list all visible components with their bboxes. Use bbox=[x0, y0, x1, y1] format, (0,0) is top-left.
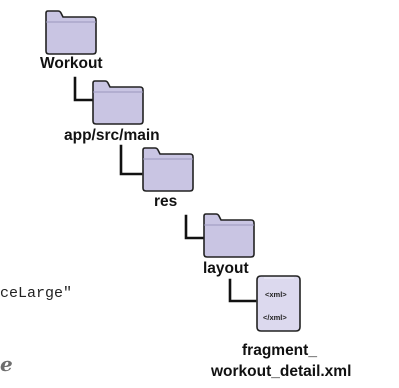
background-code-line: ceLarge" bbox=[0, 285, 73, 302]
connector-main-to-res bbox=[119, 144, 143, 176]
folder-icon bbox=[45, 10, 97, 55]
folder-icon bbox=[92, 80, 144, 125]
connector-workout-to-main bbox=[73, 76, 94, 102]
xml-close-tag: </xml> bbox=[263, 313, 287, 322]
node-label-fragment-line1: fragment_ bbox=[242, 342, 317, 359]
xml-open-tag: <xml> bbox=[265, 290, 287, 299]
node-label-layout: layout bbox=[203, 260, 249, 277]
connector-res-to-layout bbox=[184, 214, 205, 240]
folder-icon bbox=[142, 147, 194, 192]
node-label-res: res bbox=[154, 193, 178, 210]
node-label-app-src-main: app/src/main bbox=[64, 127, 160, 144]
node-label-fragment-line2: workout_detail.xml bbox=[211, 363, 352, 380]
folder-icon bbox=[203, 213, 255, 258]
background-code-fragment: e bbox=[0, 352, 13, 376]
xml-file-icon: <xml> </xml> bbox=[256, 275, 301, 332]
node-label-workout: Workout bbox=[40, 55, 103, 72]
connector-layout-to-file bbox=[228, 278, 257, 303]
